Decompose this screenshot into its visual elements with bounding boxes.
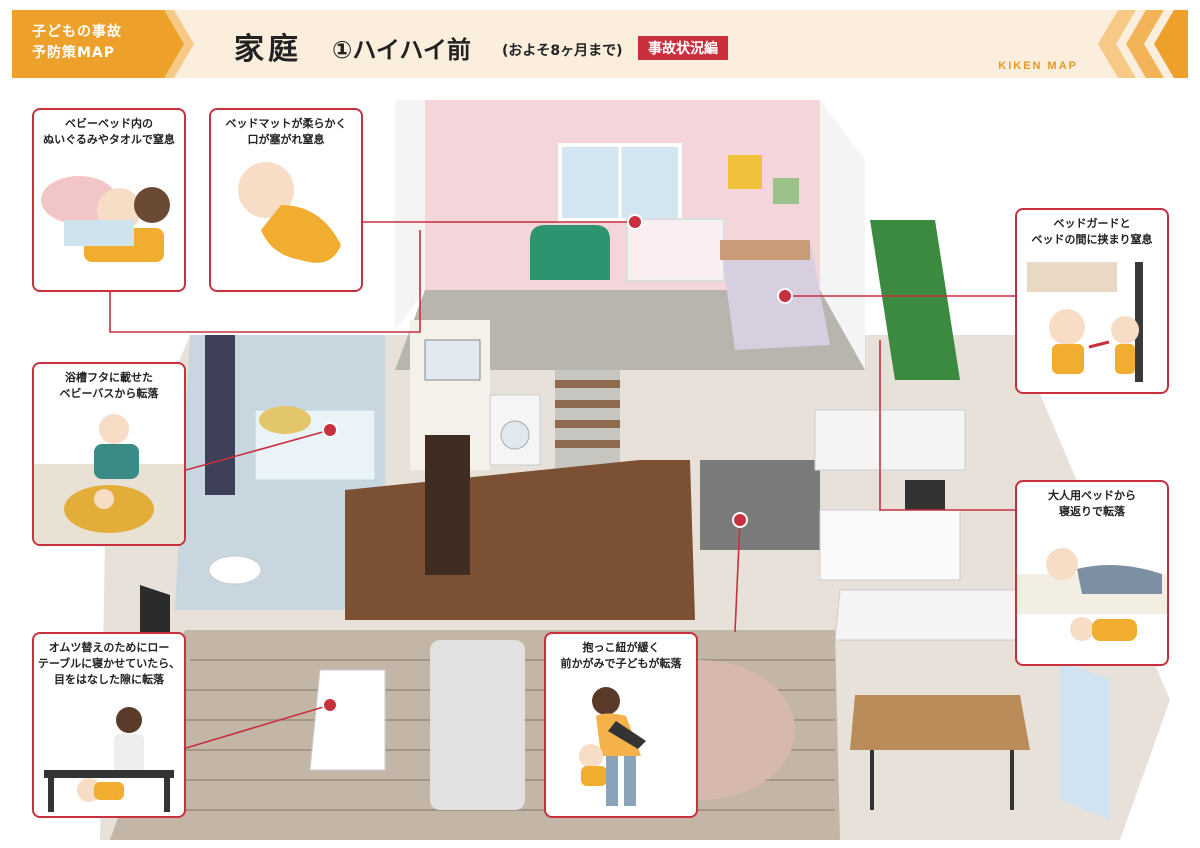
header-banner: 子どもの事故 予防策MAP 家庭 ①ハイハイ前 (およそ8ヶ月まで) 事故状況編…	[12, 10, 1188, 78]
leader-lines	[109, 214, 1015, 749]
dining-table	[850, 695, 1030, 750]
page-subtitle-stage: ①ハイハイ前	[332, 36, 471, 64]
kitchen-upper-cabinet	[814, 409, 966, 471]
page-subtitle-age: (およそ8ヶ月まで)	[502, 43, 623, 59]
baby-stuck-bed-guard-icon	[1027, 262, 1143, 382]
leader-baby-bed	[109, 230, 421, 333]
adult-bed-upstairs	[720, 240, 830, 350]
house-illustration	[100, 100, 1170, 840]
header-tag-line2: 予防策MAP	[32, 45, 116, 61]
callout-text: ベッドガードと ベッドの間に挟まり窒息	[1031, 217, 1153, 246]
door	[425, 435, 470, 575]
header-arrows-icon	[1098, 10, 1188, 78]
callout-mattress: ベッドマットが柔らかく 口が塞がれ窒息	[209, 108, 363, 292]
armchair	[530, 225, 610, 280]
baby-face-down-icon	[238, 162, 341, 263]
leader-bed-guard-marker	[777, 288, 793, 304]
callout-text: ベッドマットが柔らかく 口が塞がれ窒息	[225, 117, 347, 146]
bedroom-right-wall	[820, 100, 865, 370]
microwave	[905, 480, 945, 510]
header-tag-line1: 子どもの事故	[32, 24, 122, 40]
callout-bath: 浴槽フタに載せた ベビーバスから転落	[32, 362, 186, 546]
toilet	[208, 555, 262, 585]
page-title: 家庭	[234, 32, 302, 67]
callout-bed-guard: ベッドガードと ベッドの間に挟まり窒息	[1015, 208, 1169, 394]
entrance-tile	[700, 460, 820, 550]
baby-with-plush-icon	[41, 176, 170, 262]
kitchen-cabinet	[819, 509, 961, 581]
bathroom-dark-wall	[205, 335, 235, 495]
callout-carrier: 抱っこ紐が緩く 前かがみで子どもが転落	[544, 632, 698, 818]
wall-picture	[728, 155, 762, 189]
callout-low-table: オムツ替えのためにロー テーブルに寝かせていたら、 目をはなした隙に転落	[32, 632, 186, 818]
baby-carrier-fall-icon	[579, 687, 646, 806]
leader-mattress-marker	[627, 214, 643, 230]
callout-adult-bed: 大人用ベッドから 寝返りで転落	[1015, 480, 1169, 666]
callout-text: 浴槽フタに載せた ベビーバスから転落	[59, 371, 159, 400]
header-tag: 子どもの事故 予防策MAP	[12, 10, 160, 78]
callout-text: 抱っこ紐が緩く 前かがみで子どもが転落	[560, 641, 682, 670]
leader-adult-bed	[879, 340, 1015, 511]
kitchen-counter	[834, 589, 1031, 641]
callout-text: 大人用ベッドから 寝返りで転落	[1048, 489, 1136, 518]
brand-label: KIKEN MAP	[998, 60, 1078, 72]
leader-low-table	[185, 704, 331, 749]
wall-picture-small	[773, 178, 799, 204]
mirror	[424, 339, 481, 381]
leader-low-table-marker	[322, 697, 338, 713]
leader-bath	[185, 429, 331, 471]
staircase	[555, 370, 620, 480]
sofa	[430, 640, 525, 810]
baby-rolling-off-bed-icon	[1017, 548, 1167, 641]
baby-falling-from-table-icon	[44, 707, 174, 812]
balcony	[870, 220, 960, 380]
leader-carrier-marker	[732, 512, 748, 528]
callout-baby-bed: ベビーベッド内の ぬいぐるみやタオルで窒息	[32, 108, 186, 292]
bedroom-left-wall	[395, 100, 425, 330]
header-chevron-icon	[160, 10, 194, 78]
leader-bath-marker	[322, 422, 338, 438]
low-table	[309, 669, 386, 771]
callout-text: オムツ替えのためにロー テーブルに寝かせていたら、 目をはなした隙に転落	[37, 641, 181, 686]
section-tag: 事故状況編	[638, 36, 728, 60]
living-window	[1060, 660, 1110, 820]
leader-carrier	[734, 519, 741, 633]
callout-text: ベビーベッド内の ぬいぐるみやタオルで窒息	[43, 117, 175, 146]
baby-bath-fall-icon	[34, 414, 184, 544]
baby-bath	[259, 406, 311, 434]
